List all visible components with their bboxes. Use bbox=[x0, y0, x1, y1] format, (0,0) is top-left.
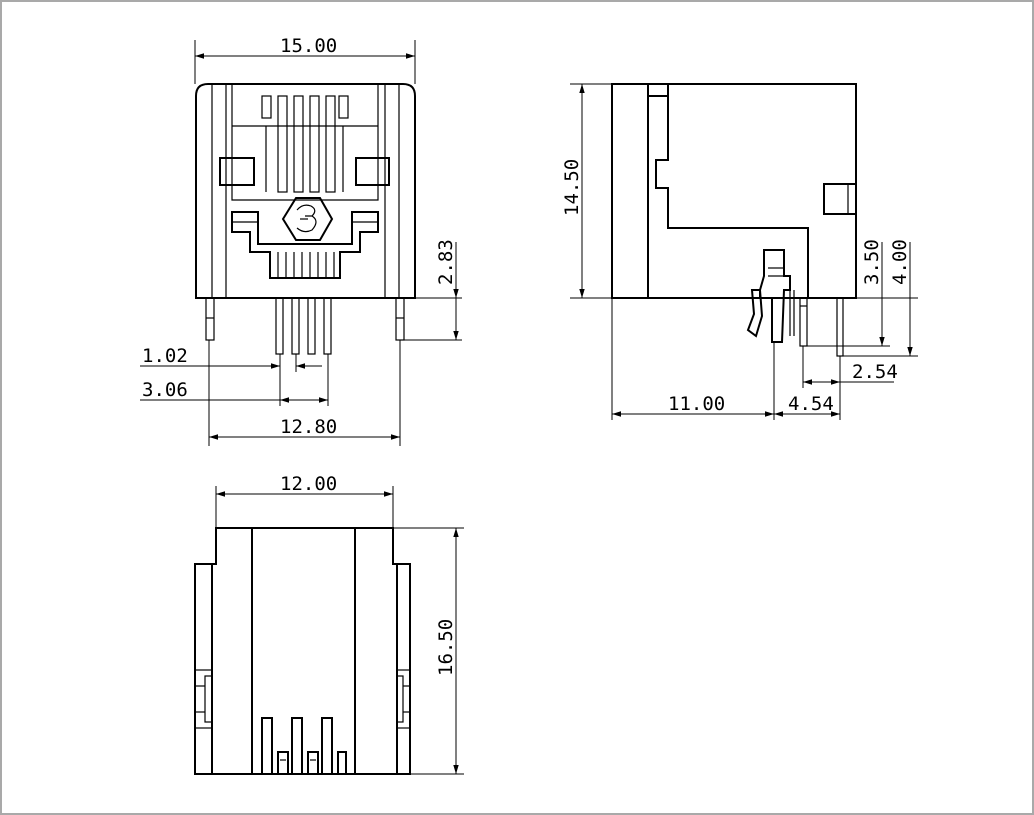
dim-pin-offset: 4.54 bbox=[774, 393, 840, 417]
bottom-side-clips bbox=[194, 669, 411, 729]
dim-label-pin-height-a: 3.50 bbox=[861, 239, 883, 285]
cavity-pins bbox=[277, 252, 335, 278]
dim-label-pin-span: 3.06 bbox=[142, 379, 188, 401]
plug-cavity bbox=[231, 211, 379, 279]
dim-label-bottom-width: 12.00 bbox=[280, 473, 337, 495]
dim-label-front-width: 15.00 bbox=[280, 35, 337, 57]
bottom-view: 12.00 16.50 bbox=[194, 473, 464, 775]
side-rear-pin bbox=[746, 249, 795, 343]
dim-label-side-depth: 11.00 bbox=[668, 393, 725, 415]
dim-label-side-height: 14.50 bbox=[561, 159, 583, 216]
dim-mount-span: 12.80 bbox=[208, 340, 401, 446]
dim-pin-row-pitch: 2.54 bbox=[802, 346, 898, 420]
dim-label-pin-row-pitch: 2.54 bbox=[852, 361, 898, 383]
dim-label-pin-height-b: 4.00 bbox=[889, 239, 911, 285]
dim-label-pin-offset: 4.54 bbox=[788, 393, 834, 415]
side-view: 14.50 3.50 4.00 2.54 bbox=[561, 83, 918, 420]
left-latch-block bbox=[219, 157, 255, 186]
dim-pin-pitch: 1.02 bbox=[140, 345, 322, 372]
side-pins bbox=[799, 297, 844, 357]
dim-label-bottom-depth: 16.50 bbox=[435, 619, 457, 676]
dim-bottom-depth: 16.50 bbox=[393, 527, 464, 775]
bottom-pin-slots bbox=[261, 717, 347, 774]
dim-bottom-width: 12.00 bbox=[215, 473, 394, 528]
dim-label-pin-pitch: 1.02 bbox=[142, 345, 188, 367]
dim-side-height: 14.50 bbox=[561, 83, 612, 299]
contact-fingers bbox=[261, 95, 349, 193]
dim-label-pin-length: 2.83 bbox=[435, 239, 457, 285]
dim-pin-height-a: 3.50 bbox=[807, 239, 918, 347]
dim-pin-height-b: 4.00 bbox=[843, 239, 918, 357]
dim-pin-span: 3.06 bbox=[140, 354, 329, 406]
dim-front-width: 15.00 bbox=[194, 35, 416, 84]
logo-icon bbox=[281, 197, 334, 241]
front-housing-outline bbox=[195, 83, 416, 299]
front-pins bbox=[205, 297, 405, 355]
right-latch-block bbox=[355, 157, 390, 186]
dim-side-depth: 11.00 bbox=[611, 298, 775, 420]
dim-pin-length: 2.83 bbox=[404, 239, 462, 341]
front-view: 15.00 2.83 1.02 3.06 bbox=[140, 35, 462, 446]
dim-label-mount-span: 12.80 bbox=[280, 416, 337, 438]
